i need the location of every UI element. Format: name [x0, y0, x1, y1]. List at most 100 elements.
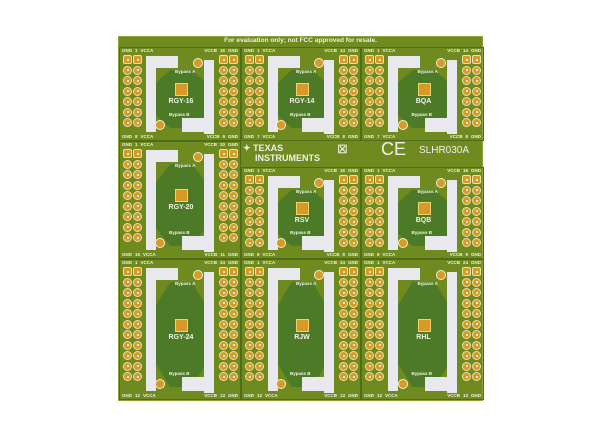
gnd-label: GND — [348, 252, 358, 257]
header-pin — [376, 186, 383, 194]
vcca-plane — [146, 150, 156, 250]
header-pin — [340, 320, 347, 328]
gnd-label: GND — [122, 134, 132, 139]
package-label: RJW — [294, 333, 310, 341]
header-pin — [366, 197, 373, 204]
brand-line2: INSTRUMENTS — [255, 153, 320, 163]
header-pin — [134, 160, 141, 168]
pin-label-top-left: 1 — [377, 260, 380, 265]
gnd-label: GND — [471, 48, 481, 53]
header-pin — [366, 218, 373, 225]
header-pin — [246, 207, 253, 215]
gnd-label: GND — [471, 260, 481, 265]
header-pin — [220, 108, 227, 116]
part-number: SLHR030A — [419, 145, 470, 156]
header-pin — [124, 192, 131, 199]
pcb-board: For evaluation only; not FCC approved fo… — [118, 36, 484, 401]
header-pin — [340, 207, 347, 215]
bypass-b-label: Bypass B — [290, 112, 311, 117]
header-pin — [463, 341, 470, 349]
header-pin — [246, 66, 253, 74]
header-pin — [463, 197, 470, 204]
gnd-label: GND — [228, 142, 238, 147]
header-pin — [230, 223, 237, 231]
header-pin — [134, 362, 141, 370]
pin-label-bot-left: 7 — [377, 134, 380, 139]
header-pin — [350, 268, 357, 275]
header-pin — [473, 87, 480, 95]
pin-label-top-right: 24 — [462, 260, 468, 265]
header-pin — [220, 213, 227, 220]
header-pin — [463, 98, 470, 105]
vccb-plane — [425, 377, 457, 391]
header-pin — [124, 150, 131, 157]
header-pin — [340, 197, 347, 204]
ti-logo: ✦ TEXAS INSTRUMENTS — [243, 143, 320, 163]
vccb-plane — [447, 272, 457, 393]
header-pin — [350, 186, 357, 194]
vcca-plane — [388, 268, 420, 280]
vccb-plane — [302, 118, 334, 132]
pin-label-top-right: 24 — [339, 260, 345, 265]
package-label: RSV — [294, 217, 310, 224]
vcca-label: VCCA — [140, 142, 154, 147]
header-pin — [230, 108, 237, 116]
header-pin — [473, 331, 480, 338]
gnd-label: GND — [348, 393, 358, 398]
pin-label-bot-right: 8 — [465, 134, 468, 139]
header-pin — [124, 119, 131, 126]
header-pin — [340, 289, 347, 296]
header-pin — [463, 56, 470, 63]
header-pin — [124, 160, 131, 168]
header-pin — [246, 268, 253, 275]
vcca-plane — [268, 268, 300, 280]
header-pin — [124, 77, 131, 84]
package-label: RGY-24 — [168, 333, 194, 341]
header-pin — [473, 218, 480, 225]
header-pin — [473, 98, 480, 105]
header-pin — [220, 234, 227, 241]
header-pin — [473, 362, 480, 370]
header-pin — [376, 373, 383, 380]
header-pin — [366, 331, 373, 338]
header-pin — [134, 299, 141, 307]
header-pin — [350, 66, 357, 74]
vcca-label: VCCA — [143, 252, 156, 257]
vccb-label: VCCB — [204, 393, 217, 398]
gnd-label: GND — [244, 393, 254, 398]
header-pin — [246, 119, 253, 126]
breakout-area — [396, 282, 451, 387]
header-pin — [463, 373, 470, 380]
header-pin — [473, 299, 480, 307]
header-pin — [124, 87, 131, 95]
vcca-plane — [268, 176, 278, 250]
header-pin — [220, 331, 227, 338]
bypass-a-label: Bypass A — [296, 281, 317, 286]
header-pin — [376, 108, 383, 116]
header-pin — [134, 77, 141, 84]
pin-label-bot-left: 12 — [135, 393, 141, 398]
header-pin — [220, 171, 227, 178]
test-point-b — [276, 379, 286, 389]
header-pin — [246, 310, 253, 317]
pin-label-top-left: 1 — [257, 168, 260, 173]
vcca-label: VCCA — [382, 48, 396, 53]
header-pin — [473, 228, 480, 236]
header-pin — [463, 108, 470, 116]
header-pin — [366, 207, 373, 215]
package-label: BQA — [415, 98, 432, 105]
test-point-a — [193, 152, 203, 162]
